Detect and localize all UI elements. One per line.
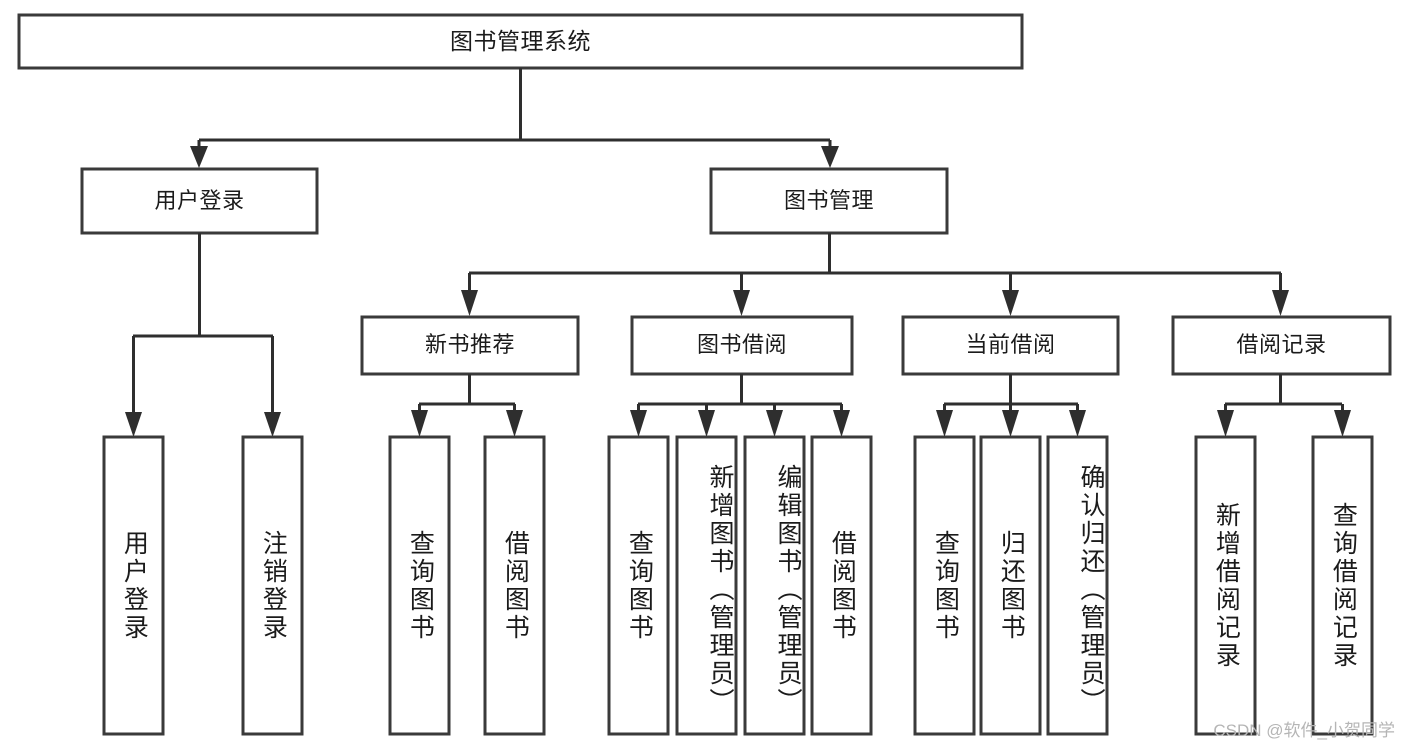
- arrow-head-bb-4: [833, 410, 850, 437]
- arrow-head-cb-1: [936, 410, 953, 437]
- node-box-current-borrow[interactable]: [901, 315, 1120, 376]
- arrow-head-cb-3: [1069, 410, 1086, 437]
- node-box-leaf-book-borrow-4[interactable]: [810, 435, 873, 736]
- arrow-head-nb-1: [411, 410, 428, 437]
- node-box-book-borrow[interactable]: [630, 315, 854, 376]
- arrow-head-borrow-record: [1272, 290, 1289, 316]
- node-box-leaf-new-book-2[interactable]: [483, 435, 546, 736]
- node-box-leaf-book-borrow-2[interactable]: [675, 435, 738, 736]
- node-box-leaf-borrow-record-2[interactable]: [1311, 435, 1374, 736]
- node-box-leaf-book-borrow-3[interactable]: [743, 435, 806, 736]
- node-box-leaf-borrow-record-1[interactable]: [1194, 435, 1257, 736]
- node-box-leaf-current-borrow-3[interactable]: [1046, 435, 1109, 736]
- arrow-head-new-book: [461, 290, 478, 316]
- arrow-head-current-borrow: [1002, 290, 1019, 316]
- node-box-leaf-current-borrow-1[interactable]: [913, 435, 976, 736]
- arrow-head-leaf-user-login-2: [264, 412, 281, 437]
- arrow-head-book-manage: [821, 146, 839, 168]
- node-box-borrow-record[interactable]: [1171, 315, 1392, 376]
- node-box-new-book-recommend[interactable]: [360, 315, 580, 376]
- arrow-head-book-borrow: [733, 290, 750, 316]
- arrow-head-cb-2: [1002, 410, 1019, 437]
- node-box-leaf-book-borrow-1[interactable]: [607, 435, 670, 736]
- node-box-leaf-user-login-1[interactable]: [102, 435, 165, 736]
- arrow-head-bb-2: [698, 410, 715, 437]
- node-box-user-login[interactable]: [80, 167, 319, 235]
- node-box-leaf-current-borrow-2[interactable]: [979, 435, 1042, 736]
- arrow-head-leaf-user-login-1: [125, 412, 142, 437]
- node-box-book-management[interactable]: [709, 167, 949, 235]
- arrow-head-br-2: [1334, 410, 1351, 437]
- arrow-head-user-login: [190, 146, 208, 168]
- arrow-head-nb-2: [506, 410, 523, 437]
- watermark-text: CSDN @软件_小贺同学: [1213, 721, 1395, 740]
- arrow-head-bb-1: [630, 410, 647, 437]
- arrow-head-br-1: [1217, 410, 1234, 437]
- node-box-leaf-user-login-2[interactable]: [241, 435, 304, 736]
- node-box-leaf-new-book-1[interactable]: [388, 435, 451, 736]
- node-box-root[interactable]: [17, 13, 1024, 70]
- arrow-head-bb-3: [766, 410, 783, 437]
